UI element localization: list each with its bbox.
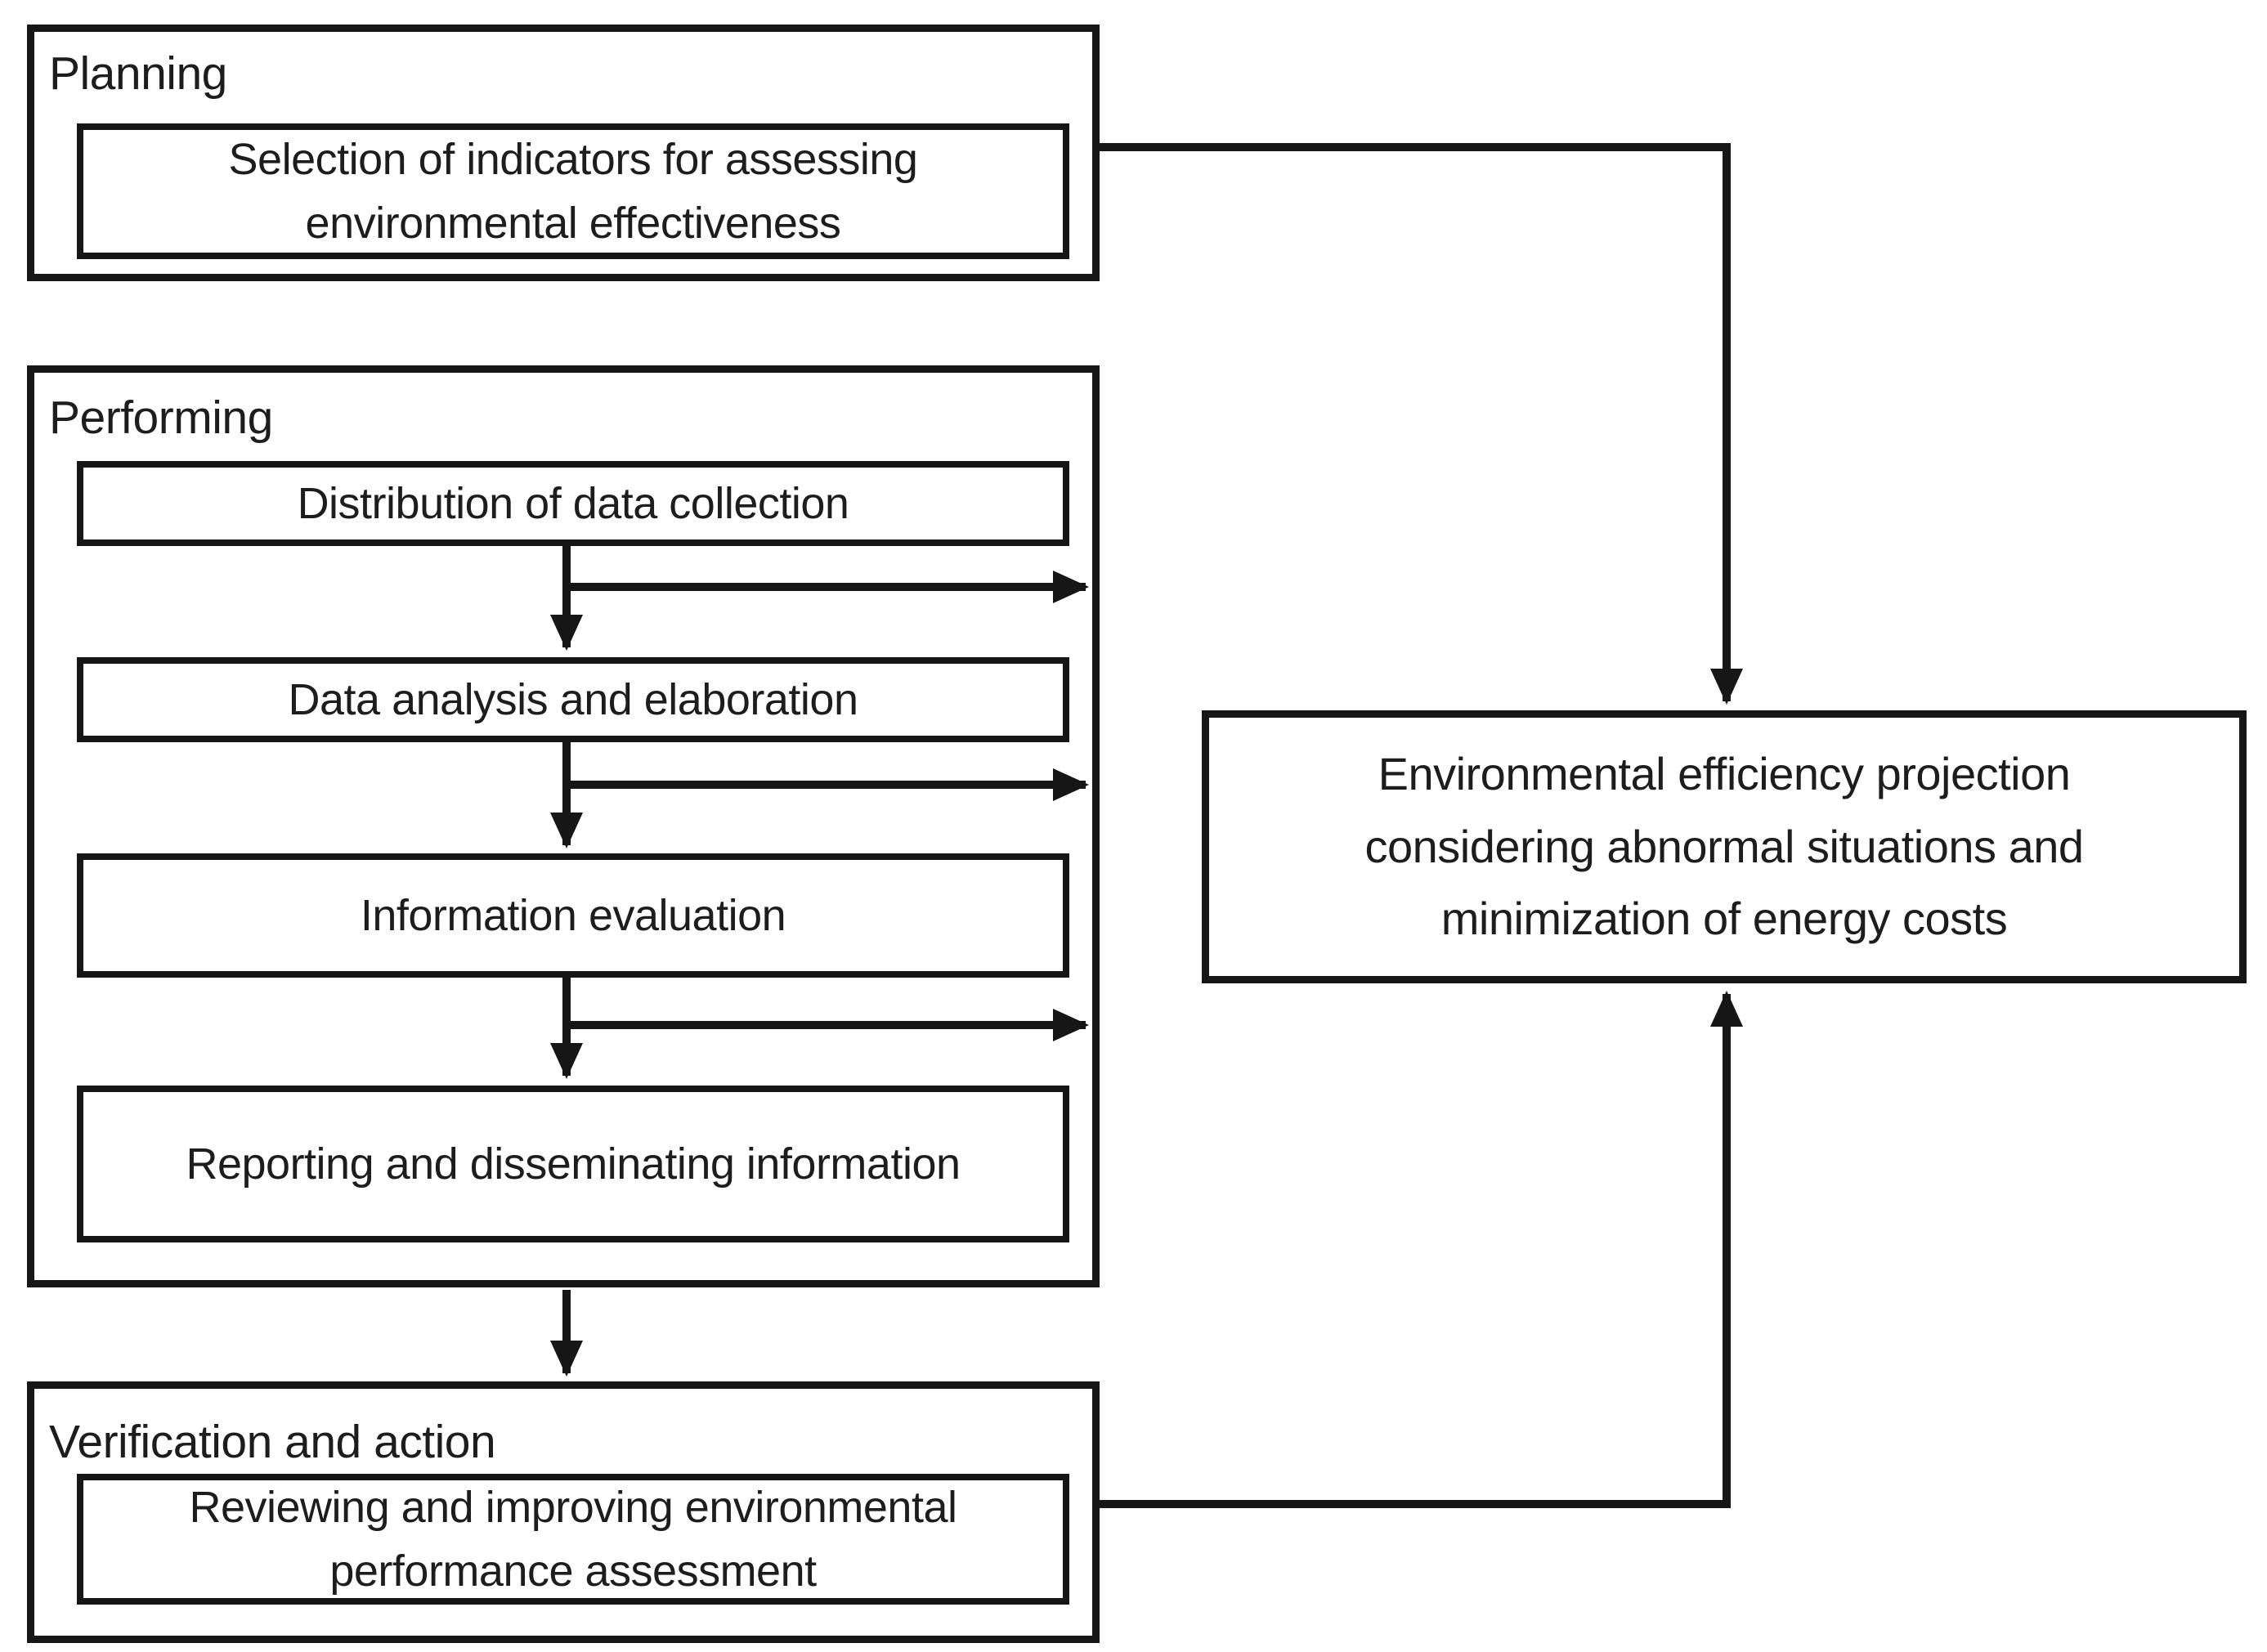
projection-box: Environmental efficiency projection cons… (1202, 710, 2247, 983)
performing-section-box: Performing Distribution of data collecti… (27, 365, 1100, 1287)
arrow-verification-to-projection (1100, 991, 1743, 1508)
step-reporting-and-disseminating: Reporting and disseminating information (77, 1086, 1069, 1242)
verification-section-box: Verification and action Reviewing and im… (27, 1381, 1100, 1643)
verification-label: Verification and action (49, 1416, 496, 1468)
planning-label: Planning (49, 47, 227, 100)
step-reviewing-and-improving: Reviewing and improving environmental pe… (77, 1474, 1069, 1605)
step-information-evaluation: Information evaluation (77, 853, 1069, 978)
planning-section-box: Planning Selection of indicators for ass… (27, 25, 1100, 281)
step-selection-of-indicators: Selection of indicators for assessing en… (77, 123, 1069, 259)
arrow-planning-to-projection (1100, 143, 1743, 705)
step-distribution-of-data-collection: Distribution of data collection (77, 461, 1069, 546)
step-data-analysis-and-elaboration: Data analysis and elaboration (77, 657, 1069, 742)
performing-label: Performing (49, 392, 273, 444)
